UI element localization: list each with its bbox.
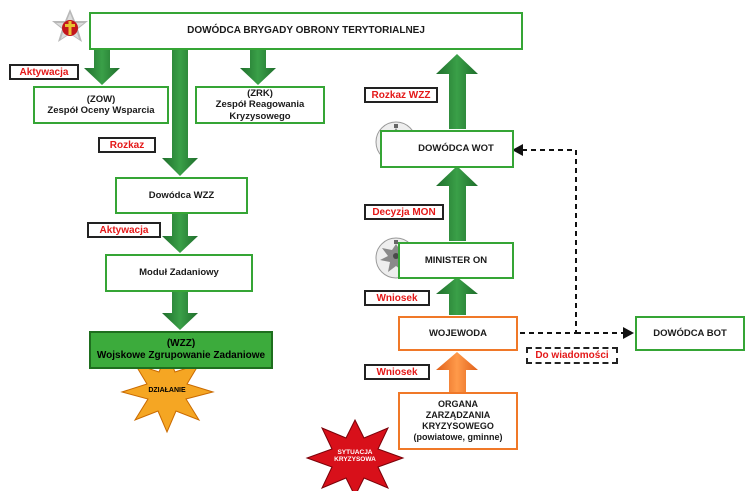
- organa-line-1: ORGANA: [438, 399, 478, 410]
- tag-wniosek-2: Wniosek: [364, 364, 430, 380]
- zrk-abbr: (ZRK): [247, 87, 273, 99]
- sytuacja-line-2: KRYZYSOWA: [334, 456, 376, 464]
- arrow-brigade-to-dowodca-wzz: [162, 50, 198, 176]
- dowodca-bot-label: DOWÓDCA BOT: [653, 327, 727, 339]
- arrow-dowodca-wzz-to-modul: [162, 214, 198, 253]
- organa-line-4: (powiatowe, gminne): [413, 431, 503, 442]
- wzz-box: (WZZ) Wojskowe Zgrupowanie Zadaniowe: [89, 331, 273, 369]
- sytuacja-label: SYTUACJA KRYZYSOWA: [325, 449, 385, 464]
- arrow-modul-to-wzz: [162, 292, 198, 330]
- dashed-arrowhead-wot: [512, 144, 523, 156]
- organa-line-3: KRYZYSOWEGO: [422, 421, 494, 431]
- organa-line-2: ZARZĄDZANIA: [425, 410, 491, 421]
- minister-on-box: MINISTER ON: [398, 242, 514, 279]
- arrow-wojewoda-to-minister: [436, 277, 478, 315]
- tag-rozkaz-wzz: Rozkaz WZZ: [364, 87, 438, 103]
- brigade-commander-box: DOWÓDCA BRYGADY OBRONY TERYTORIALNEJ: [89, 12, 523, 50]
- zow-box: (ZOW) Zespół Oceny Wsparcia: [33, 86, 169, 124]
- dashed-arrowhead-bot: [623, 327, 634, 339]
- dashed-wojewoda-to-wot: [520, 149, 577, 334]
- sytuacja-line-1: SYTUACJA: [337, 449, 373, 456]
- wot-cross-emblem-icon: [52, 9, 88, 42]
- minister-on-label: MINISTER ON: [424, 254, 488, 266]
- dowodca-wzz-label: Dowódca WZZ: [148, 189, 215, 201]
- tag-decyzja-mon: Decyzja MON: [364, 204, 444, 220]
- zow-name: Zespół Oceny Wsparcia: [47, 105, 155, 116]
- organa-box: ORGANA ZARZĄDZANIA KRYZYSOWEGO (powiatow…: [398, 392, 518, 450]
- arrow-organa-to-wojewoda: [436, 352, 478, 392]
- dowodca-wzz-box: Dowódca WZZ: [115, 177, 248, 214]
- modul-zadaniowy-label: Moduł Zadaniowy: [139, 267, 219, 279]
- tag-aktywacja-2: Aktywacja: [87, 222, 161, 238]
- dzialanie-label: DZIAŁANIE: [148, 387, 186, 394]
- tag-do-wiadomosci: Do wiadomości: [526, 347, 618, 364]
- wzz-name: Wojskowe Zgrupowanie Zadaniowe: [96, 350, 266, 361]
- arrow-minister-to-wot: [436, 166, 478, 241]
- arrow-brigade-to-zrk: [240, 50, 276, 85]
- zrk-name-2: Kryzysowego: [229, 110, 291, 122]
- zrk-box: (ZRK) Zespół Reagowania Kryzysowego: [195, 86, 325, 124]
- wojewoda-box: WOJEWODA: [398, 316, 518, 351]
- tag-wniosek-1: Wniosek: [364, 290, 430, 306]
- zow-abbr: (ZOW): [86, 93, 116, 105]
- dowodca-wot-box: DOWÓDCA WOT: [380, 130, 514, 168]
- wojewoda-label: WOJEWODA: [428, 327, 488, 339]
- tag-rozkaz: Rozkaz: [98, 137, 156, 153]
- wzz-abbr: (WZZ): [166, 338, 196, 349]
- dzialanie-burst: [120, 351, 215, 434]
- zrk-name-1: Zespół Reagowania: [215, 99, 305, 111]
- brigade-commander-label: DOWÓDCA BRYGADY OBRONY TERYTORIALNEJ: [187, 25, 425, 36]
- sytuacja-burst: [305, 418, 405, 491]
- modul-zadaniowy-box: Moduł Zadaniowy: [105, 254, 253, 292]
- arrow-wot-to-brigade: [436, 54, 478, 129]
- dowodca-bot-box: DOWÓDCA BOT: [635, 316, 745, 351]
- arrow-brigade-to-zow: [84, 50, 120, 85]
- tag-aktywacja-1: Aktywacja: [9, 64, 79, 80]
- dowodca-wot-label: DOWÓDCA WOT: [418, 143, 494, 155]
